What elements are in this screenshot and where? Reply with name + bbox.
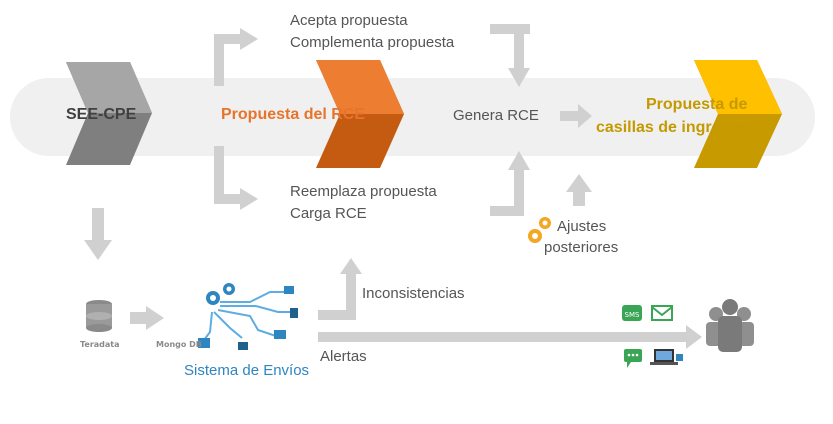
teradata-label: Teradata xyxy=(80,340,120,349)
see-cpe-label: SEE-CPE xyxy=(66,106,137,123)
propuesta-casillas-label-line2: casillas de ingresos xyxy=(596,119,749,136)
mail-icon xyxy=(651,305,673,321)
chat-icon xyxy=(624,349,642,368)
arrow-teradata-to-mongo xyxy=(130,306,164,330)
ajustes-label-line1: Ajustes xyxy=(557,218,607,235)
gears-icon xyxy=(528,217,551,243)
reemplaza-label: Reemplaza propuesta xyxy=(290,183,437,200)
arrow-ajustes-up xyxy=(566,174,592,206)
alertas-label: Alertas xyxy=(320,348,367,365)
inconsistencias-label: Inconsistencias xyxy=(362,285,465,302)
sms-icon: SMS xyxy=(622,305,642,321)
arrow-see-cpe-down xyxy=(84,208,112,260)
mongodb-label: Mongo DB xyxy=(156,340,202,349)
arrow-genera-to-casillas xyxy=(560,104,592,128)
ajustes-label-line2: posteriores xyxy=(544,239,619,256)
complementa-label: Complementa propuesta xyxy=(290,34,455,51)
carga-label: Carga RCE xyxy=(290,205,367,222)
database-icon xyxy=(86,300,112,332)
sistema-envios-label: Sistema de Envíos xyxy=(184,362,310,379)
process-band xyxy=(10,78,815,156)
arrow-inconsistencias xyxy=(318,258,362,320)
propuesta-rce-chevron xyxy=(316,60,404,168)
laptop-icon xyxy=(650,349,683,365)
sms-badge-text: SMS xyxy=(625,311,640,319)
propuesta-rce-label: Propuesta del RCE xyxy=(221,106,366,123)
network-icon xyxy=(198,283,298,350)
acepta-label: Acepta propuesta xyxy=(290,12,408,29)
arrow-reemplaza-to-genera xyxy=(490,151,530,216)
arrow-to-reemplaza xyxy=(214,146,258,210)
users-icon xyxy=(706,299,754,352)
propuesta-casillas-label-line1: Propuesta de xyxy=(646,96,748,113)
see-cpe-chevron xyxy=(66,62,152,165)
arrow-to-acepta xyxy=(214,28,258,86)
propuesta-casillas-chevron xyxy=(694,60,782,168)
arrow-alertas xyxy=(318,325,702,349)
arrow-acepta-to-genera xyxy=(490,24,530,87)
genera-label: Genera RCE xyxy=(453,107,539,124)
